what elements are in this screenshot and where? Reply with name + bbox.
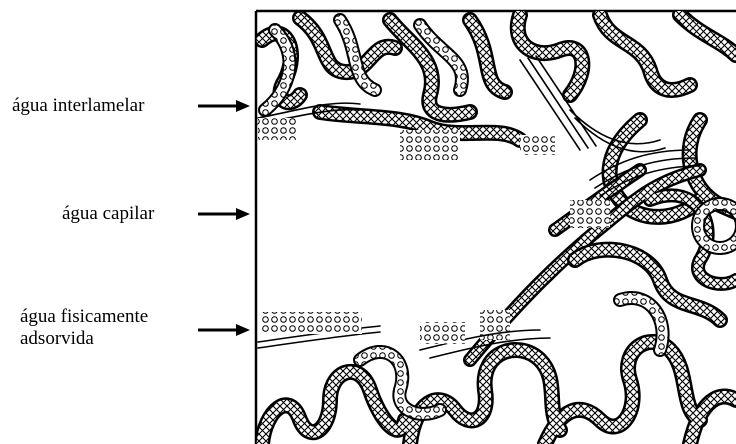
c-s-h-layers [258,15,736,444]
arrow-capilar [198,208,250,220]
arrow-interlamelar [198,100,250,112]
bottom-looping-sheets [258,250,736,444]
arrow-fisicamente-adsorvida [198,324,250,336]
